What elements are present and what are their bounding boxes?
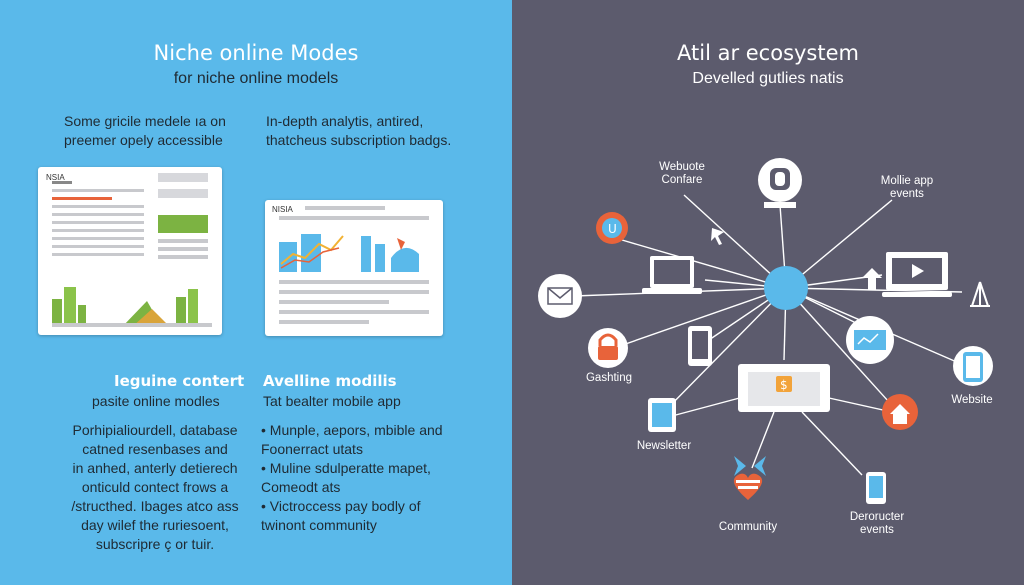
phone-icon bbox=[866, 472, 886, 504]
svg-text:$: $ bbox=[780, 378, 788, 392]
right-panel: Atil ar ecosystem Develled gutlies natis bbox=[512, 0, 1024, 585]
lamp-icon bbox=[758, 158, 802, 208]
section1-heading: Ieguine contert bbox=[114, 372, 245, 390]
left-panel: Niche online Modes for niche online mode… bbox=[0, 0, 512, 585]
svg-text:U: U bbox=[608, 222, 617, 236]
right-title: Atil ar ecosystem bbox=[677, 41, 859, 65]
tablet-icon bbox=[648, 398, 676, 432]
home-icon bbox=[882, 394, 918, 430]
bullet-item: • Munple, aepors, mbible and Foonerract … bbox=[261, 422, 443, 457]
heart-icon bbox=[733, 473, 763, 500]
label-newsletter: Newsletter bbox=[636, 440, 692, 452]
envelope-icon bbox=[538, 274, 582, 318]
phone-icon bbox=[688, 326, 712, 366]
padlock-icon bbox=[588, 328, 628, 368]
tripod-icon bbox=[970, 281, 990, 307]
left-subtitle: for niche online models bbox=[173, 70, 339, 87]
left-title: Niche online Modes bbox=[153, 41, 359, 65]
col1-intro-text: Some gricile medele ıa on preemer opely … bbox=[64, 113, 226, 148]
section2-bullet-list: • Munple, aepors, mbible and Foonerract … bbox=[261, 421, 481, 535]
col2-intro-text: In-depth analytis, antired, thatcheus su… bbox=[266, 113, 452, 148]
section2-subheading: Tat bealter mobile app bbox=[263, 393, 401, 409]
section2-heading: Avelline modilis bbox=[263, 372, 397, 390]
ecosystem-network: U bbox=[538, 158, 993, 504]
label-website: Website bbox=[951, 394, 993, 406]
bullet-item: • Muline sdulperatte mapet, Comeodt ats bbox=[261, 460, 431, 495]
article-card: NSIA bbox=[38, 167, 222, 335]
laptop-icon bbox=[642, 256, 702, 294]
label-mobile-app: Mollie app events bbox=[880, 175, 934, 200]
label-webuote: Webuote Confare bbox=[659, 161, 705, 186]
label-deroructer: Deroructer events bbox=[849, 511, 905, 536]
desktop-dollar-icon: $ bbox=[738, 364, 830, 412]
shop-icon: U bbox=[596, 212, 628, 244]
tablet-icon bbox=[953, 346, 993, 386]
card-tag: NSIA bbox=[46, 173, 65, 182]
analytics-card: NISIA bbox=[265, 200, 443, 336]
section1-subheading: pasite online modles bbox=[92, 393, 220, 409]
cursor-icon bbox=[711, 228, 724, 245]
bar-chart-illustration bbox=[52, 287, 212, 327]
chart-circle-icon bbox=[846, 316, 894, 364]
line-chart-illustration bbox=[279, 234, 419, 272]
hub-node bbox=[764, 266, 808, 310]
right-subtitle: Develled gutlies natis bbox=[692, 70, 844, 87]
connection-lines bbox=[573, 194, 967, 476]
card-tag: NISIA bbox=[272, 205, 293, 214]
bowtie-icon bbox=[734, 456, 766, 476]
section1-text: Porhipialiourdell, database catned resen… bbox=[71, 422, 239, 552]
label-community: Community bbox=[718, 521, 778, 533]
up-arrow-icon bbox=[862, 268, 882, 290]
monitor-icon bbox=[882, 252, 952, 297]
label-gashting: Gashting bbox=[585, 372, 633, 384]
bullet-item: • Victroccess pay bodly of twinont commu… bbox=[261, 498, 421, 533]
